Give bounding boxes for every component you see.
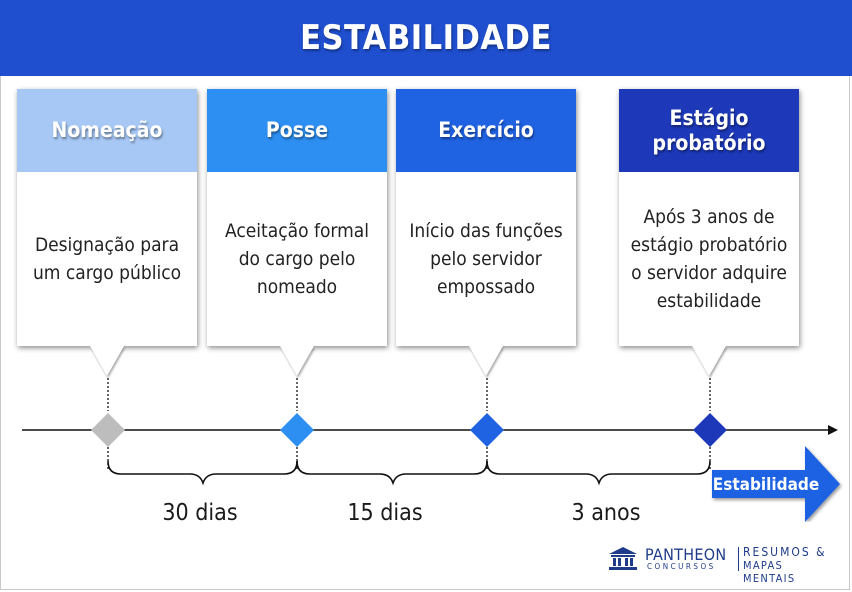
logo-tagline-1: RESUMOS &: [743, 545, 827, 559]
stage-description: Início das funções pelo servidor empossa…: [409, 220, 563, 298]
interval-label: 30 dias: [162, 500, 238, 526]
stage-card-estagio: Estágio probatório Após 3 anos de estági…: [619, 89, 799, 376]
card-pointer: [90, 346, 124, 376]
logo-brand-sub: CONCURSOS: [647, 562, 716, 571]
page-title: ESTABILIDADE: [300, 18, 552, 58]
stage-title: Posse: [207, 89, 387, 172]
card-pointer: [280, 346, 314, 376]
stability-arrow: [712, 446, 840, 522]
interval-label: 3 anos: [571, 500, 641, 526]
stage-title: Exercício: [396, 89, 576, 172]
title-bar: ESTABILIDADE: [0, 0, 852, 76]
logo-brand: PANTHEON: [645, 545, 727, 564]
stage-card-exercicio: Exercício Início das funções pelo servid…: [396, 89, 576, 376]
logo-divider: [738, 547, 739, 571]
stage-card-nomeacao: Nomeação Designação para um cargo públic…: [17, 89, 197, 376]
stage-description: Designação para um cargo público: [32, 234, 182, 284]
temple-icon: [609, 547, 637, 570]
stage-description: Após 3 anos de estágio probatório o serv…: [630, 206, 788, 312]
interval-label: 15 dias: [347, 500, 423, 526]
pantheon-logo: PANTHEON CONCURSOS RESUMOS & MAPAS MENTA…: [607, 545, 839, 585]
card-pointer: [469, 346, 503, 376]
logo-tagline-2: MAPAS MENTAIS: [743, 559, 796, 585]
stage-card-posse: Posse Aceitação formal do cargo pelo nom…: [207, 89, 387, 376]
card-pointer: [692, 346, 726, 376]
stability-label: Estabilidade: [712, 475, 820, 495]
stage-title: Estágio probatório: [619, 89, 799, 172]
stage-description: Aceitação formal do cargo pelo nomeado: [225, 220, 369, 298]
stage-title: Nomeação: [17, 89, 197, 172]
